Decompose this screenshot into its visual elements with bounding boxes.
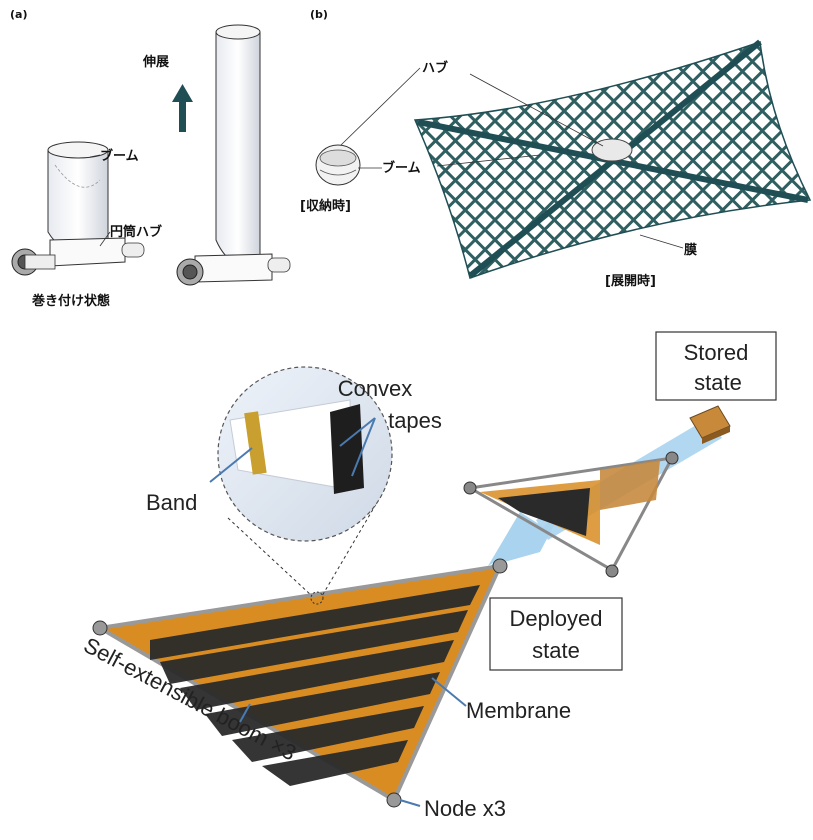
- hub-leader-stowed: [340, 67, 421, 146]
- magnifier: [217, 366, 393, 605]
- solar-cell-rows: [150, 585, 480, 786]
- deployed-state-box: [489, 597, 623, 671]
- stored-label-2: state: [694, 370, 742, 395]
- stored-label-1: Stored: [684, 340, 749, 365]
- wound-label: 巻き付け状態: [31, 293, 110, 309]
- convex-label-1: Convex: [338, 376, 413, 401]
- boom-leader-deployed: [436, 154, 541, 167]
- bottom-figure: Convex tapes Band Stored state Deployed …: [80, 331, 777, 821]
- partial-deployment: [463, 451, 679, 578]
- boom-label-a: ブーム: [100, 148, 139, 164]
- membrane-leader-b: [639, 234, 684, 249]
- deployed-membrane: [92, 558, 508, 808]
- node-label: Node x3: [424, 796, 506, 821]
- band-label: Band: [146, 490, 197, 515]
- deployed-label-1: Deployed: [510, 606, 603, 631]
- short-boom-illustration: [11, 141, 145, 276]
- panel-b-label: (b): [310, 8, 328, 21]
- panel-b: (b) [収納時] ハブ ブーム 膜 [展開時]: [300, 8, 812, 289]
- extend-arrow: [172, 84, 193, 132]
- stowed-hub-illustration: [315, 144, 361, 186]
- stored-package: [689, 405, 731, 444]
- leader-lines: [209, 417, 467, 807]
- boom-leader: [89, 154, 101, 158]
- hub-label-a: 円筒ハブ: [110, 224, 162, 240]
- membrane-label: Membrane: [466, 698, 571, 723]
- hub-leader: [99, 231, 111, 247]
- stored-state-box: [655, 331, 777, 401]
- boom-label-b: ブーム: [382, 160, 421, 176]
- deployed-label-b: [展開時]: [605, 273, 656, 289]
- tall-boom-illustration: [176, 24, 291, 286]
- membrane-label-b: 膜: [684, 242, 697, 258]
- extend-label: 伸展: [142, 54, 170, 70]
- hub-leader-deployed: [469, 73, 604, 147]
- panel-a-label: (a): [10, 8, 27, 21]
- convex-label-2: tapes: [388, 408, 442, 433]
- hub-label-b: ハブ: [422, 60, 448, 76]
- stowed-label: [収納時]: [300, 198, 351, 214]
- panel-a: (a) 伸展 ブーム 円筒ハブ: [10, 8, 291, 309]
- deployed-label-2: state: [532, 638, 580, 663]
- deployed-sail-illustration: [413, 39, 812, 279]
